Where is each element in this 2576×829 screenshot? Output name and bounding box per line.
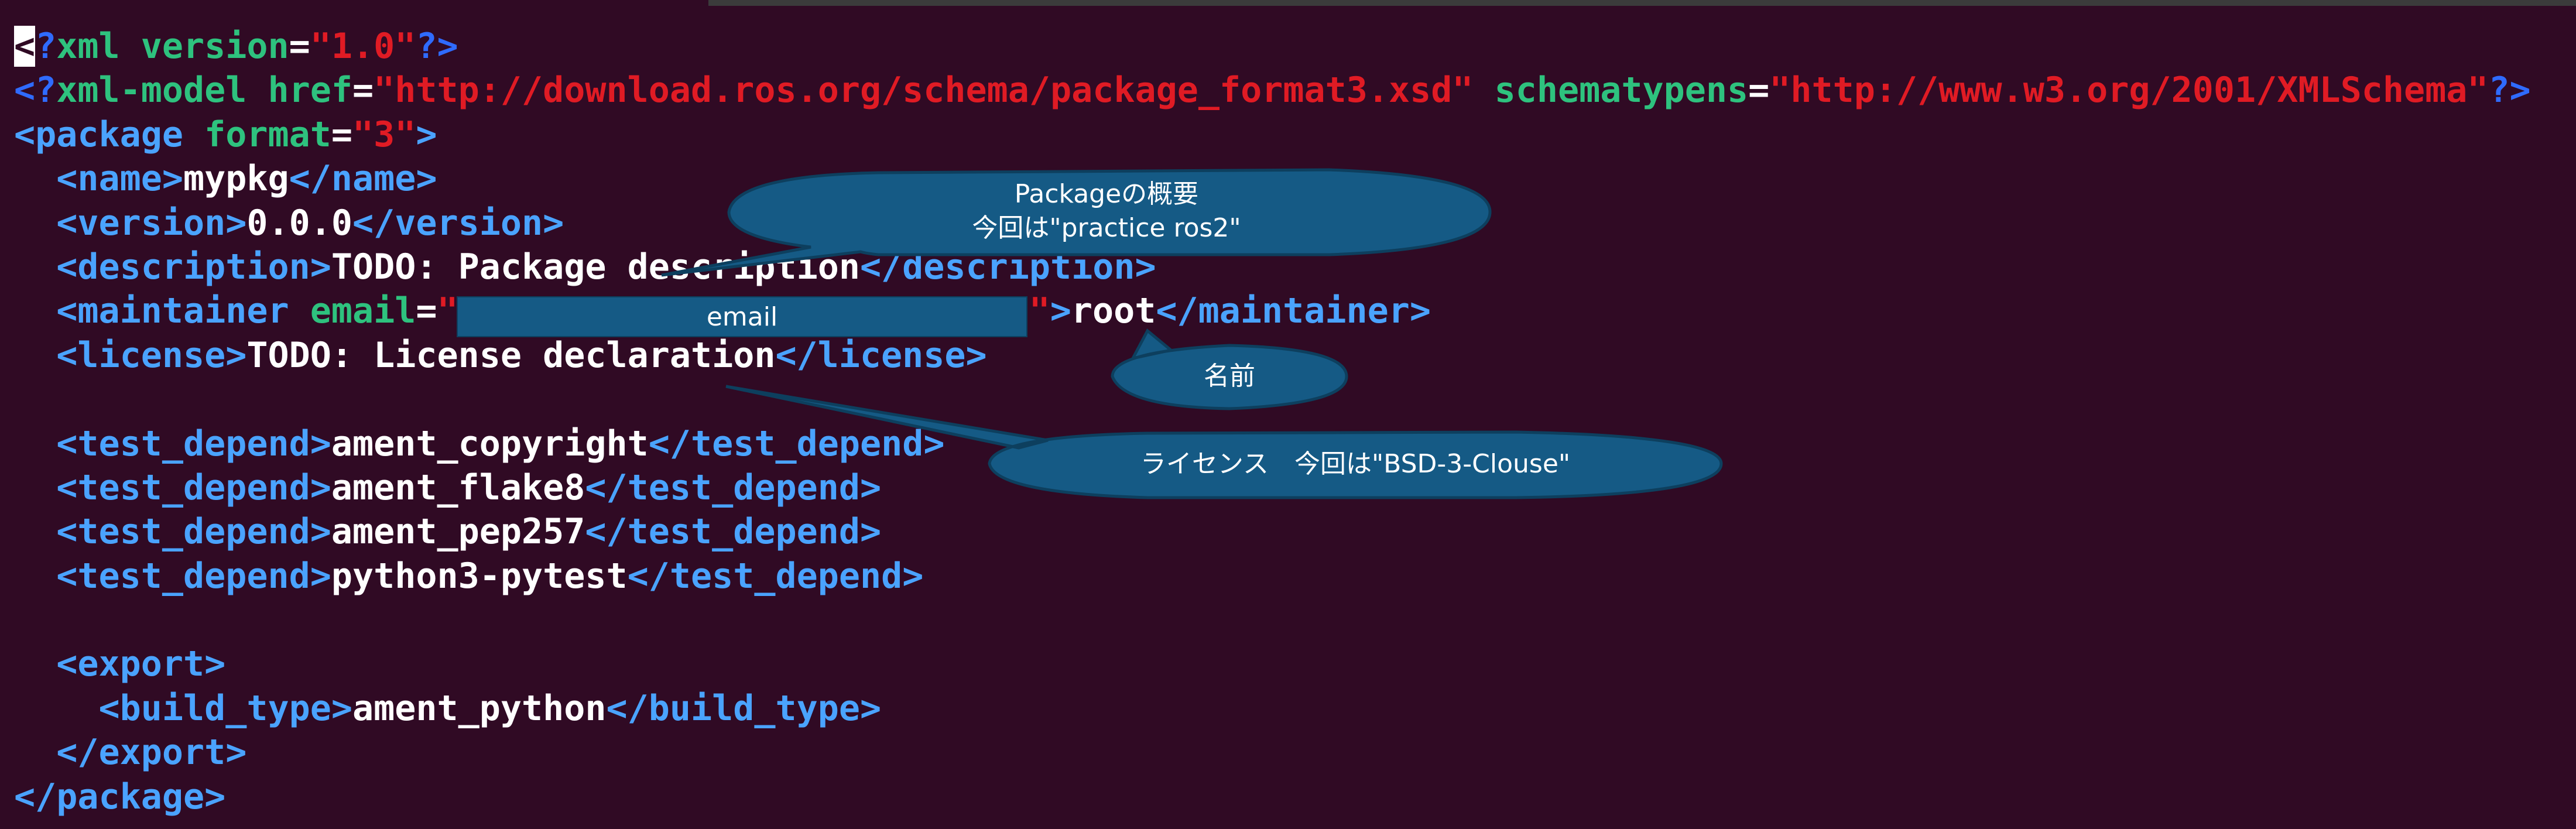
code-line-5: <version>0.0.0</version> — [56, 202, 564, 244]
email-redaction-box: email — [457, 296, 1027, 337]
code-line-11: <test_depend>ament_flake8</test_depend> — [56, 467, 882, 508]
description-callout-bubble — [661, 168, 1492, 277]
code-line-16: <build_type>ament_python</build_type> — [98, 687, 882, 729]
code-line-17: </export> — [56, 732, 247, 773]
name-callout-bubble — [1111, 328, 1348, 410]
code-line-12: <test_depend>ament_pep257</test_depend> — [56, 511, 882, 553]
code-line-18: </package> — [14, 776, 226, 817]
code-editor[interactable]: <?xml version="1.0"?> <?xml-model href="… — [14, 25, 2531, 819]
license-callout-text: ライセンス 今回は"BSD-3-Clouse" — [1140, 449, 1571, 479]
code-line-1: <?xml version="1.0"?> — [14, 26, 458, 67]
code-line-2: <?xml-model href="http://download.ros.or… — [14, 70, 2531, 111]
code-line-3: <package format="3"> — [14, 114, 437, 155]
name-callout-text: 名前 — [1204, 361, 1255, 391]
code-line-8: <license>TODO: License declaration</lice… — [56, 334, 987, 376]
text-cursor: < — [14, 26, 36, 67]
code-line-13: <test_depend>python3-pytest</test_depend… — [56, 555, 924, 597]
description-callout-text: Packageの概要 今回は"practice ros2" — [972, 179, 1241, 243]
code-line-4: <name>mypkg</name> — [56, 158, 437, 200]
code-line-10: <test_depend>ament_copyright</test_depen… — [56, 423, 945, 464]
license-callout-bubble — [725, 385, 1723, 499]
code-line-7: <maintainer email="">root</maintainer> — [56, 290, 1431, 332]
window-top-bar — [708, 0, 2576, 6]
code-line-15: <export> — [56, 643, 226, 685]
